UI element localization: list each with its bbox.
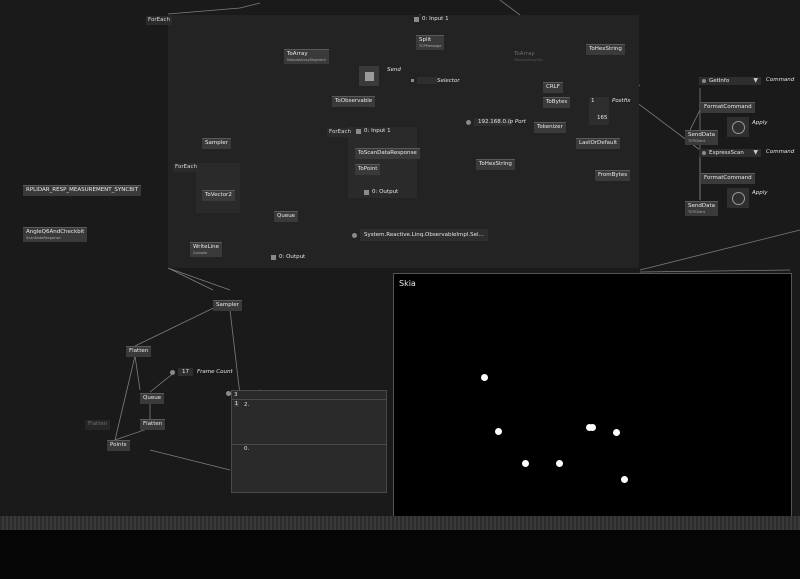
skia-title: Skia <box>399 279 416 288</box>
status-scrollbar[interactable] <box>0 516 800 530</box>
node-angle-q6[interactable]: AngleQ6AndCheckbit ScanDataResponse <box>23 227 88 242</box>
pin-icon <box>702 151 706 155</box>
foreach-region-center-tag[interactable]: ForEach <box>327 128 353 137</box>
node-split[interactable]: Split TCPMessage <box>416 35 445 50</box>
node-last-or-default[interactable]: LastOrDefault <box>576 138 621 149</box>
foreach-region-left <box>196 163 240 213</box>
send-toggle[interactable] <box>359 66 379 86</box>
spread-input-pin-icon[interactable] <box>226 391 231 396</box>
spread-row[interactable]: 1 2. <box>232 399 386 445</box>
node-tokenizer[interactable]: Tokenizer <box>534 122 566 133</box>
foreach-region-main-tag[interactable]: ForEach <box>146 16 172 25</box>
node-send-data-2[interactable]: SendData TCPClient <box>685 201 718 216</box>
bang-circle-icon <box>731 120 745 134</box>
node-to-vector2[interactable]: ToVector2 <box>202 190 235 201</box>
label-frame-count: Frame Count <box>197 369 233 375</box>
output-outer[interactable]: 0: Output <box>271 254 305 260</box>
node-to-bytes[interactable]: ToBytes <box>543 97 571 108</box>
frame-count-input[interactable]: 17 <box>178 368 193 376</box>
input-pin-icon <box>356 128 361 134</box>
selector-input[interactable] <box>417 77 437 84</box>
label-command-2: Command <box>766 149 795 155</box>
node-flatten-ghost[interactable]: Flatten <box>85 420 111 430</box>
node-sampler-2[interactable]: Sampler <box>213 300 242 311</box>
label-ip-port: Ip Port <box>508 119 526 125</box>
label-selector: Selector <box>437 78 460 84</box>
node-write-line[interactable]: WriteLine Console <box>190 242 222 257</box>
node-sampler-1[interactable]: Sampler <box>202 138 231 149</box>
bang-circle-icon <box>731 191 745 205</box>
pin-icon <box>352 232 357 238</box>
label-send: Send <box>387 67 401 73</box>
command-select-1[interactable]: GetInfo ▼ <box>699 77 761 85</box>
node-queue-2[interactable]: Queue <box>140 393 165 404</box>
postfix-index: 1 <box>591 98 595 104</box>
chevron-down-icon: ▼ <box>753 149 758 156</box>
skia-point <box>480 373 488 381</box>
frame-count-box[interactable]: 17 <box>170 368 193 376</box>
skia-point <box>494 427 502 435</box>
selector-box[interactable] <box>411 77 437 84</box>
spread-count: 3 <box>234 392 238 398</box>
output-pin-icon <box>364 189 369 195</box>
node-format-command-2[interactable]: FormatCommand <box>701 173 755 184</box>
node-to-point[interactable]: ToPoint <box>355 164 381 175</box>
skia-point <box>620 475 628 483</box>
apply-bang-2[interactable] <box>727 188 749 208</box>
skia-render-window[interactable]: Skia <box>393 273 792 560</box>
node-queue-1[interactable]: Queue <box>274 211 299 222</box>
label-apply-1: Apply <box>752 120 768 126</box>
output-pin-icon <box>271 254 276 260</box>
observable-impl-box[interactable]: System.Reactive.Linq.ObservableImpl.Sel.… <box>352 229 488 241</box>
foreach-region-center <box>348 127 417 198</box>
node-to-array[interactable]: ToArray ModuleArraySegment <box>284 49 329 64</box>
label-postfix: Postfix <box>612 98 631 104</box>
skia-point <box>521 459 529 467</box>
ip-input[interactable]: 192.168.0. <box>474 118 512 126</box>
spread-viewer[interactable]: 3 1 2. 0. <box>231 390 387 493</box>
postfix-box[interactable] <box>589 97 609 125</box>
node-rplidar-syncbit[interactable]: RPLIDAR_RESP_MEASUREMENT_SYNCBIT <box>23 185 141 196</box>
node-to-array-ghost[interactable]: ToArray ModuleArraySer... <box>514 51 546 62</box>
toggle-square-icon <box>364 71 374 81</box>
pin-icon <box>170 369 175 375</box>
spread-row[interactable]: 0. <box>244 446 250 452</box>
node-points[interactable]: Points <box>107 440 130 451</box>
node-to-scan-data-response[interactable]: ToScanDataResponse <box>355 148 420 159</box>
chevron-down-icon: ▼ <box>753 77 758 84</box>
skia-point <box>588 423 596 431</box>
skia-point <box>612 428 620 436</box>
node-crlf[interactable]: CRLF <box>543 82 563 93</box>
node-from-bytes[interactable]: FromBytes <box>595 170 631 181</box>
pin-icon <box>702 79 706 83</box>
pin-icon <box>466 119 471 125</box>
label-command-1: Command <box>766 77 795 83</box>
pin-icon <box>411 79 414 82</box>
node-send-data-1[interactable]: SendData TCPClient <box>685 130 718 145</box>
postfix-value: 165 <box>597 115 608 121</box>
node-flatten-2[interactable]: Flatten <box>140 419 166 430</box>
input-1-top[interactable]: 0: Input 1 <box>414 16 449 22</box>
node-format-command-1[interactable]: FormatCommand <box>701 102 755 113</box>
label-apply-2: Apply <box>752 190 768 196</box>
command-select-2[interactable]: ExpressScan ▼ <box>699 149 761 157</box>
output-inner[interactable]: 0: Output <box>364 189 398 195</box>
node-to-observable[interactable]: ToObservable <box>332 96 376 107</box>
skia-point <box>555 459 563 467</box>
node-to-hex-string-1[interactable]: ToHexString <box>586 44 625 55</box>
input-1-inner[interactable]: 0: Input 1 <box>356 128 391 134</box>
ip-port-box[interactable]: 192.168.0. <box>466 118 512 126</box>
bottom-strip <box>0 530 800 579</box>
node-flatten-1[interactable]: Flatten <box>126 346 152 357</box>
input-pin-icon <box>414 16 419 22</box>
node-to-hex-string-2[interactable]: ToHexString <box>476 159 515 170</box>
foreach-region-left-tag[interactable]: ForEach <box>173 163 199 172</box>
apply-bang-1[interactable] <box>727 117 749 137</box>
